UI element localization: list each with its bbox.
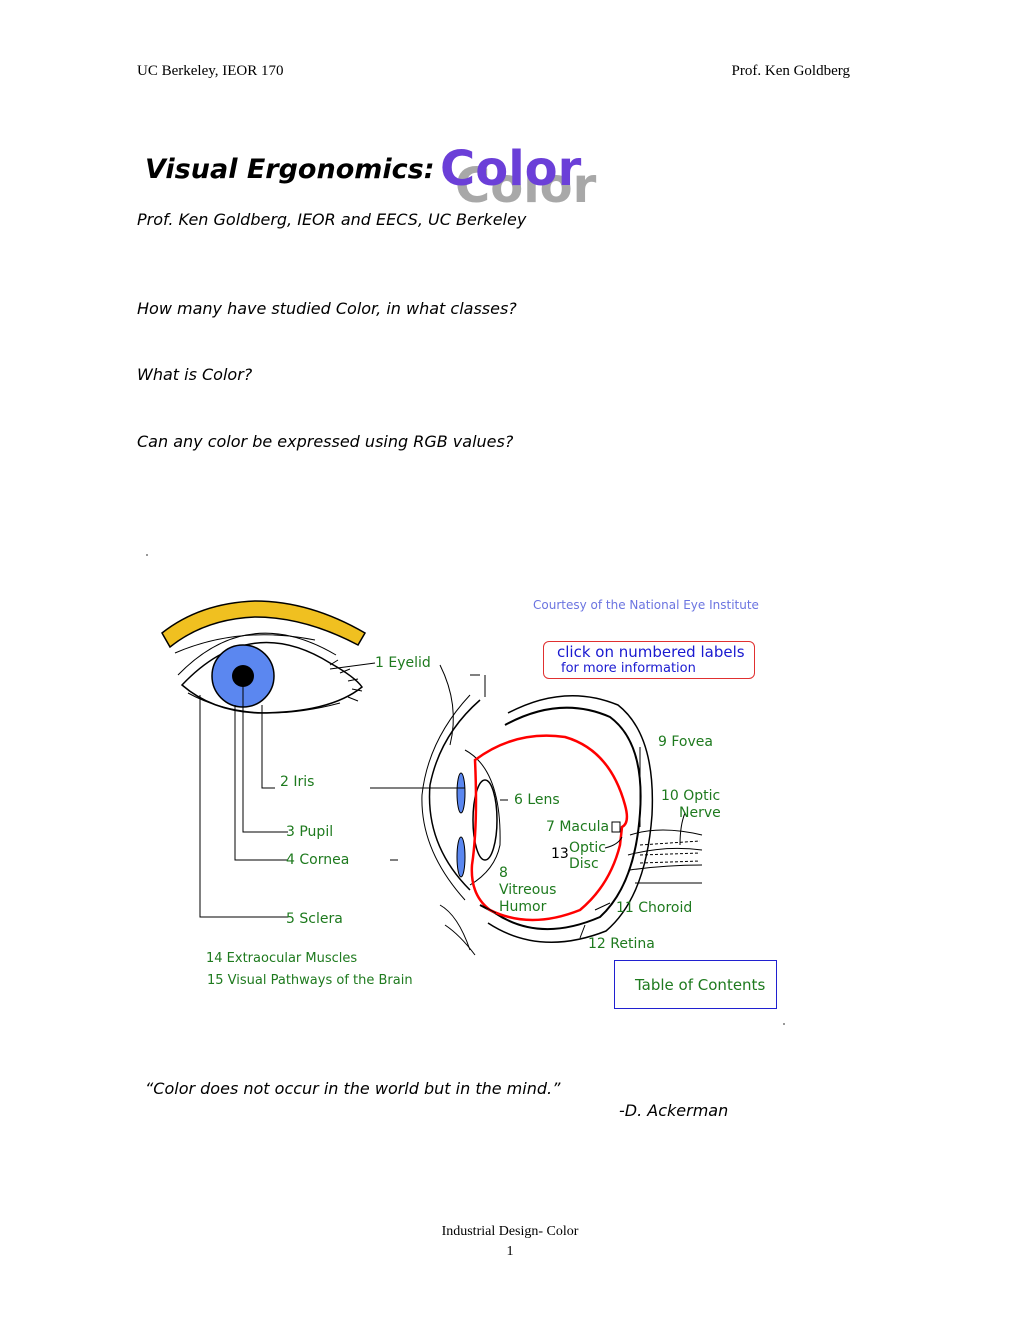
question-1: How many have studied Color, in what cla… (137, 299, 517, 318)
click-info-line1[interactable]: click on numbered labels (557, 643, 745, 661)
label-vitreous-1[interactable]: Vitreous (499, 882, 557, 898)
page-number: 1 (506, 1244, 514, 1259)
header-right: Prof. Ken Goldberg (731, 63, 850, 79)
label-fovea[interactable]: 9 Fovea (658, 734, 713, 750)
label-vitreous-number[interactable]: 8 (499, 865, 508, 881)
color-logo: Color Color (440, 141, 597, 210)
author-line: Prof. Ken Goldberg, IEOR and EECS, UC Be… (137, 210, 527, 229)
click-info-box[interactable]: click on numbered labels for more inform… (543, 641, 755, 679)
toc-button[interactable]: Table of Contents (614, 960, 777, 1009)
label-macula[interactable]: 7 Macula (546, 819, 610, 835)
quote-text: “Color does not occur in the world but i… (145, 1079, 561, 1098)
click-info-line2[interactable]: for more information (561, 661, 696, 676)
lens-shape (472, 779, 498, 861)
question-3: Can any color be expressed using RGB val… (137, 432, 514, 451)
label-cornea[interactable]: 4 Cornea (286, 852, 350, 868)
label-iris[interactable]: 2 Iris (280, 774, 315, 790)
quote-author: -D. Ackerman (619, 1101, 729, 1120)
color-logo-shadow: Color (455, 158, 597, 210)
retina-shape (470, 734, 629, 922)
toc-label[interactable]: Table of Contents (635, 976, 766, 994)
label-optic-disc-number[interactable]: 13 (551, 846, 569, 862)
label-pathways[interactable]: 15 Visual Pathways of the Brain (207, 973, 413, 988)
eye-outline (180, 641, 364, 714)
courtesy-text: Courtesy of the National Eye Institute (533, 598, 759, 612)
label-optic-nerve-1[interactable]: 10 Optic (661, 788, 721, 804)
label-optic-disc-2[interactable]: Disc (569, 856, 599, 872)
page-title: Visual Ergonomics: (145, 154, 435, 185)
label-optic-nerve-2[interactable]: Nerve (679, 805, 721, 821)
label-sclera[interactable]: 5 Sclera (286, 911, 343, 927)
eye-diagram (146, 554, 785, 1025)
label-lens[interactable]: 6 Lens (514, 792, 560, 808)
label-pupil[interactable]: 3 Pupil (286, 824, 334, 840)
question-2: What is Color? (137, 365, 253, 384)
pupil-shape (232, 665, 254, 687)
label-vitreous-2[interactable]: Humor (499, 899, 547, 915)
label-optic-disc-1[interactable]: Optic (569, 840, 606, 856)
color-logo-text: Color (440, 141, 582, 197)
header-left: UC Berkeley, IEOR 170 (137, 63, 284, 79)
label-retina[interactable]: 12 Retina (588, 936, 655, 952)
label-eyelid[interactable]: 1 Eyelid (375, 655, 431, 671)
footer-title: Industrial Design- Color (441, 1224, 579, 1239)
label-extraocular[interactable]: 14 Extraocular Muscles (206, 951, 358, 966)
eyebrow-shape (161, 600, 367, 649)
label-choroid[interactable]: 11 Choroid (616, 900, 693, 916)
